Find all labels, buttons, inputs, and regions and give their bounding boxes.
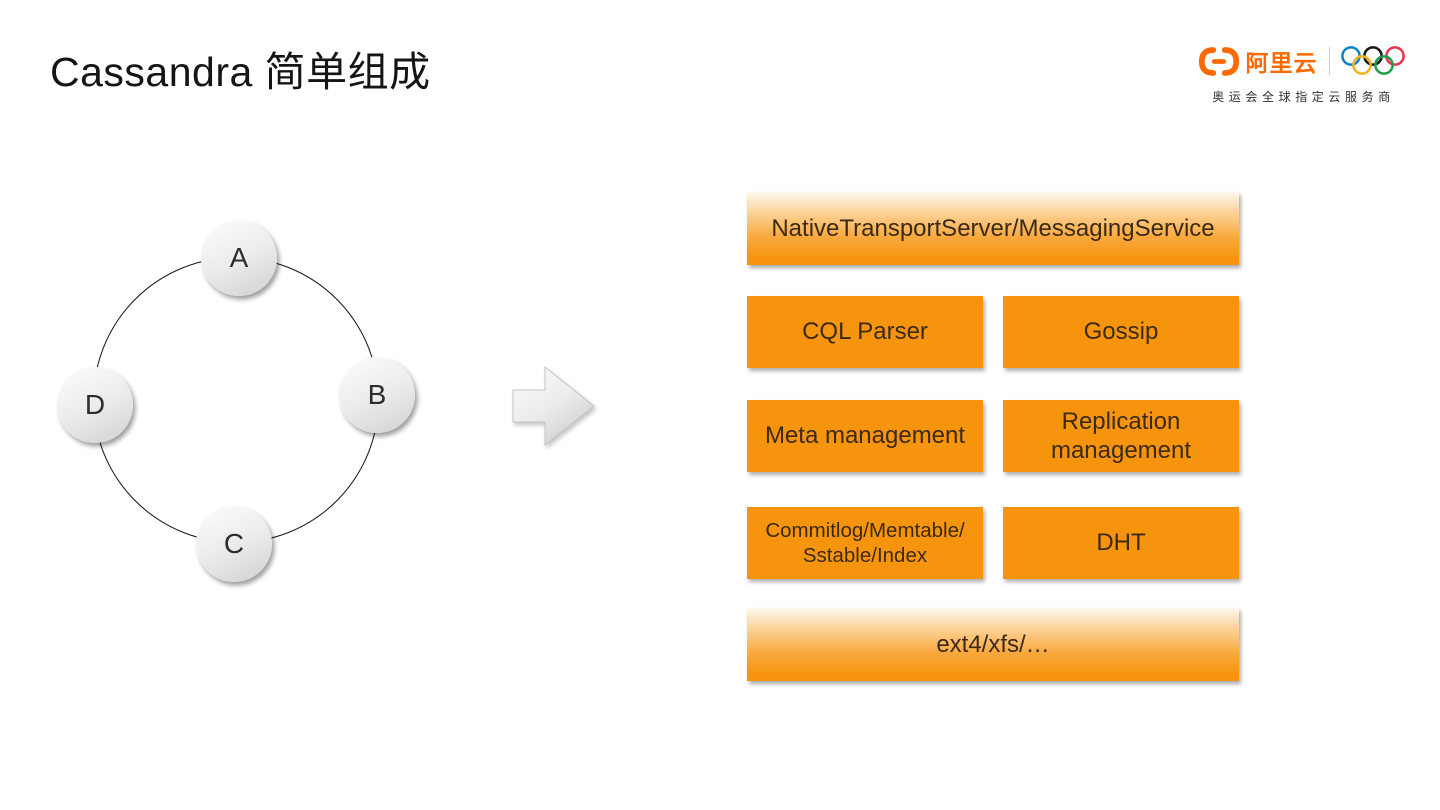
slide-title: Cassandra 简单组成 xyxy=(50,49,431,95)
ring-node-b: B xyxy=(339,357,415,433)
box-meta-management: Meta management xyxy=(747,400,983,472)
layer-filesystem: ext4/xfs/… xyxy=(747,608,1239,681)
alibaba-cloud-brand-icon xyxy=(1198,46,1239,76)
box-cql-parser: CQL Parser xyxy=(747,296,983,368)
logo-row: 阿里云 xyxy=(1198,42,1405,80)
stack-row: CQL Parser Gossip xyxy=(747,296,1239,368)
box-dht: DHT xyxy=(1003,507,1239,579)
arrow-right-icon xyxy=(512,365,595,447)
stack-row: Meta management Replication management xyxy=(747,400,1239,472)
ring-node-label: D xyxy=(84,389,106,420)
box-gossip: Gossip xyxy=(1003,296,1239,368)
ring-node-a: A xyxy=(201,220,277,296)
box-replication-management: Replication management xyxy=(1003,400,1239,472)
ring-node-label: A xyxy=(229,242,249,273)
logo-divider xyxy=(1328,47,1330,75)
logo-tagline: 奥运会全球指定云服务商 xyxy=(1212,90,1395,104)
alibaba-cloud-logo: 阿里云 奥运会全球指定云服务商 xyxy=(1198,42,1405,105)
ring-node-label: C xyxy=(223,528,245,559)
ring-node-label: B xyxy=(367,379,387,410)
architecture-stack: NativeTransportServer/MessagingService C… xyxy=(747,192,1239,681)
cassandra-ring-diagram: A B C D xyxy=(57,220,415,582)
ring-node-c: C xyxy=(196,506,272,582)
box-commitlog-memtable-sstable-index: Commitlog/Memtable/ Sstable/Index xyxy=(747,507,983,579)
olympic-rings-icon xyxy=(1340,45,1405,75)
ring-node-d: D xyxy=(57,367,133,443)
ring-circle xyxy=(93,257,379,543)
brand-name: 阿里云 xyxy=(1245,50,1318,76)
stack-row: Commitlog/Memtable/ Sstable/Index DHT xyxy=(747,507,1239,579)
layer-native-transport-messaging: NativeTransportServer/MessagingService xyxy=(747,192,1239,265)
